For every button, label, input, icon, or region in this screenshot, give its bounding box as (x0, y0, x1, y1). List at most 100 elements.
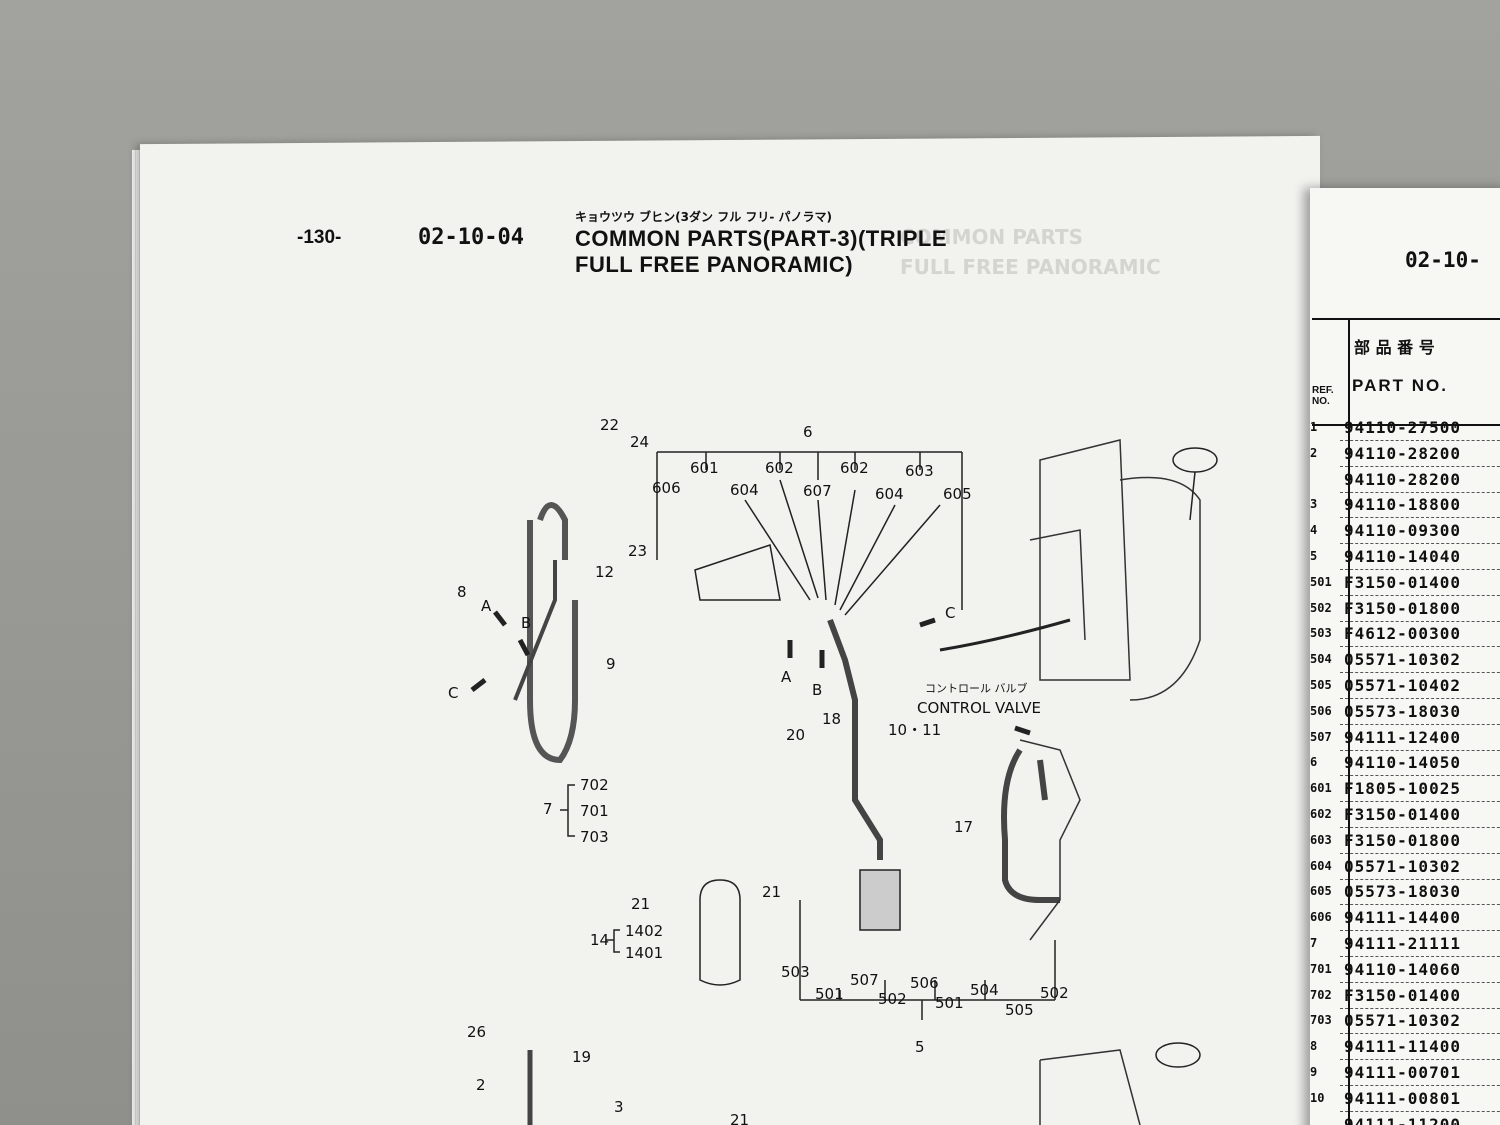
label: 607 (803, 482, 832, 500)
label: 703 (580, 828, 609, 846)
part-number: 94111-11200 (1344, 1114, 1461, 1125)
table-row: 1 94110-27500 (1310, 416, 1500, 441)
table-row: 501 F3150-01400 (1310, 571, 1500, 596)
ref-number: 502 (1310, 600, 1332, 615)
label: 21 (631, 895, 650, 913)
label: 502 (1040, 984, 1069, 1002)
right-page (1310, 188, 1500, 1125)
ref-number: 8 (1310, 1039, 1318, 1054)
table-row: 10 94111-00801 (1310, 1087, 1500, 1112)
part-number: 94111-12400 (1344, 727, 1461, 747)
exploded-parts-diagram: 22 24 6 601 602 602 603 604 604 605 606 … (448, 416, 1218, 1125)
table-row: 603 F3150-01800 (1310, 829, 1500, 854)
part-number: 94110-14060 (1344, 959, 1461, 979)
part-number: F3150-01800 (1344, 598, 1461, 618)
label: 10・11 (888, 721, 941, 739)
label: 17 (954, 818, 973, 836)
divider (1348, 416, 1350, 1125)
part-number: 05573-18030 (1344, 882, 1461, 902)
label: 9 (606, 655, 616, 673)
label: 1401 (625, 944, 663, 962)
ref-number: 605 (1310, 884, 1332, 899)
ref-number: 506 (1310, 703, 1332, 718)
right-section-number: 02-10- (1405, 248, 1481, 272)
part-number: 94110-09300 (1344, 521, 1461, 541)
part-number: 05571-10302 (1344, 856, 1461, 876)
part-number: F3150-01400 (1344, 805, 1461, 824)
label: 20 (786, 726, 805, 744)
ref-number: 1 (1310, 420, 1318, 434)
part-number: 94110-27500 (1344, 418, 1461, 437)
title-japanese: キョウツウ ブヒン(3ダン フル フリ- パノラマ) (575, 210, 833, 224)
part-number: F3150-01400 (1344, 572, 1461, 592)
part-number: 05573-18030 (1344, 701, 1461, 721)
part-number: F3150-01400 (1344, 985, 1461, 1005)
page-number: -130- (297, 227, 342, 248)
label: 21 (730, 1111, 749, 1125)
label: A (481, 597, 492, 615)
label: 503 (781, 963, 810, 981)
label: B (521, 614, 531, 632)
label: 505 (1005, 1001, 1034, 1019)
ref-number: 501 (1310, 574, 1332, 589)
part-number: F4612-00300 (1344, 624, 1461, 644)
label: 8 (457, 583, 467, 601)
part-number: F3150-01800 (1344, 830, 1461, 850)
label: A (781, 668, 792, 686)
table-row: 506 05573-18030 (1310, 700, 1500, 725)
label: 602 (765, 459, 794, 477)
col-part-header: PART NO. (1352, 376, 1448, 395)
label: 605 (943, 485, 972, 503)
label: 21 (762, 883, 781, 901)
label: 5 (915, 1038, 925, 1056)
ref-number: 505 (1310, 678, 1332, 692)
part-number: 94111-21111 (1344, 934, 1461, 953)
ref-number: 602 (1310, 807, 1332, 821)
label: 22 (600, 416, 619, 434)
ref-number: 7 (1310, 936, 1318, 950)
part-number: 94111-00801 (1344, 1088, 1461, 1108)
label: 501 (935, 994, 964, 1012)
control-valve-label: CONTROL VALVE (917, 699, 1041, 717)
label: 604 (875, 485, 904, 503)
label: 501 (815, 985, 844, 1003)
label: 14 (590, 931, 609, 949)
col-ref-header: REF. NO. (1312, 385, 1334, 407)
ref-number: 4 (1310, 523, 1318, 538)
part-number: 94110-18800 (1344, 495, 1461, 515)
ref-number: 6 (1310, 755, 1318, 770)
part-number: 94111-14400 (1344, 908, 1461, 928)
part-number: 94110-14040 (1344, 547, 1461, 566)
ref-number: 603 (1310, 832, 1332, 847)
label: C (945, 604, 955, 622)
ref-number: 702 (1310, 987, 1332, 1002)
label: 701 (580, 802, 609, 820)
table-row: 7 94111-21111 (1310, 932, 1500, 957)
label: 24 (630, 433, 649, 451)
table-row: 94110-28200 (1340, 468, 1500, 493)
part-number: F1805-10025 (1344, 779, 1461, 799)
divider (1348, 320, 1350, 424)
label: 603 (905, 462, 934, 480)
label: 2 (476, 1076, 486, 1094)
label: 507 (850, 971, 879, 989)
label: 18 (822, 710, 841, 728)
table-header: REF. NO. 部 品 番 号 PART NO. (1312, 318, 1500, 426)
section-number: 02-10-04 (418, 225, 524, 250)
ref-number: 10 (1310, 1090, 1325, 1105)
label: 26 (467, 1023, 486, 1041)
control-valve-label-jp: コントロール バルブ (925, 681, 1028, 695)
